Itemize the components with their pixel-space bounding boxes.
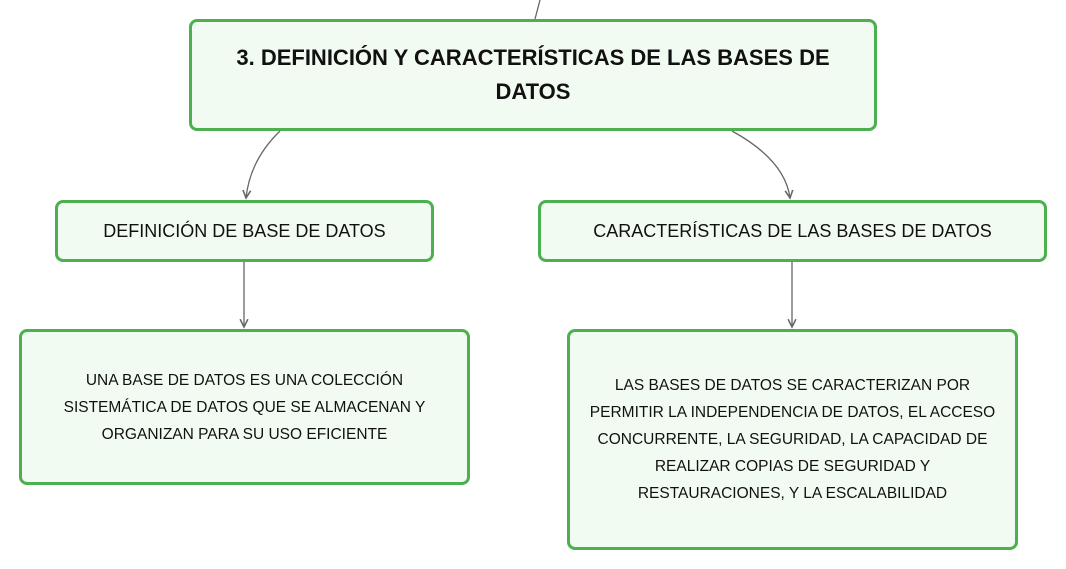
characteristics-detail-text: LAS BASES DE DATOS SE CARACTERIZAN POR P… [589, 377, 996, 502]
definition-node[interactable]: DEFINICIÓN DE BASE DE DATOS [55, 200, 434, 262]
definition-detail-node[interactable]: UNA BASE DE DATOS ES UNA COLECCIÓN SISTE… [19, 329, 470, 485]
root-topic-label: 3. DEFINICIÓN Y CARACTERÍSTICAS DE LAS B… [236, 45, 830, 104]
definition-detail-text: UNA BASE DE DATOS ES UNA COLECCIÓN SISTE… [63, 371, 426, 443]
connector-root-to-characteristics [731, 130, 790, 198]
root-topic-node[interactable]: 3. DEFINICIÓN Y CARACTERÍSTICAS DE LAS B… [189, 19, 877, 131]
connector-root-to-definition [246, 130, 281, 198]
incoming-connector [534, 0, 541, 20]
characteristics-label: CARACTERÍSTICAS DE LAS BASES DE DATOS [593, 221, 992, 241]
characteristics-node[interactable]: CARACTERÍSTICAS DE LAS BASES DE DATOS [538, 200, 1047, 262]
characteristics-detail-node[interactable]: LAS BASES DE DATOS SE CARACTERIZAN POR P… [567, 329, 1018, 550]
definition-label: DEFINICIÓN DE BASE DE DATOS [103, 221, 386, 241]
